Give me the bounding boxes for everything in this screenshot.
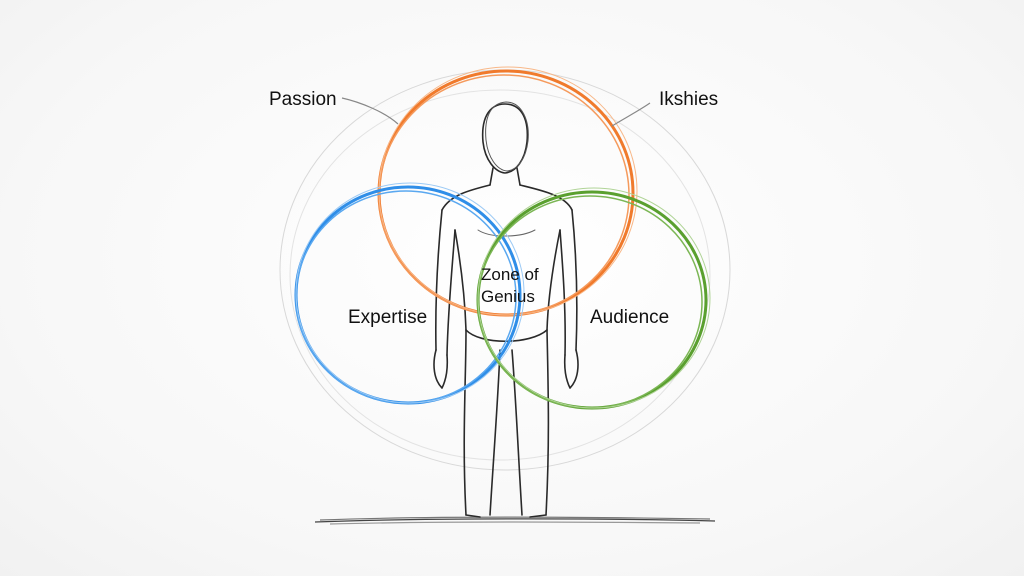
passion-leader-line (341, 97, 399, 125)
faint-outer-ellipse-2 (289, 89, 711, 461)
label-passion: Passion (269, 89, 337, 110)
label-audience: Audience (590, 307, 670, 328)
expertise-circle (294, 182, 525, 405)
audience-circle (476, 187, 711, 410)
ikshies-leader-line (611, 102, 651, 127)
ground-line (314, 516, 716, 525)
label-zone-of-genius-line2: Genius (481, 287, 535, 306)
label-zone-of-genius-line1: Zone of (481, 265, 539, 284)
label-zone-of-genius: Zone of Genius (481, 264, 551, 308)
label-ikshies: Ikshies (659, 89, 719, 110)
person-sketch (433, 101, 579, 518)
label-expertise: Expertise (348, 307, 428, 328)
